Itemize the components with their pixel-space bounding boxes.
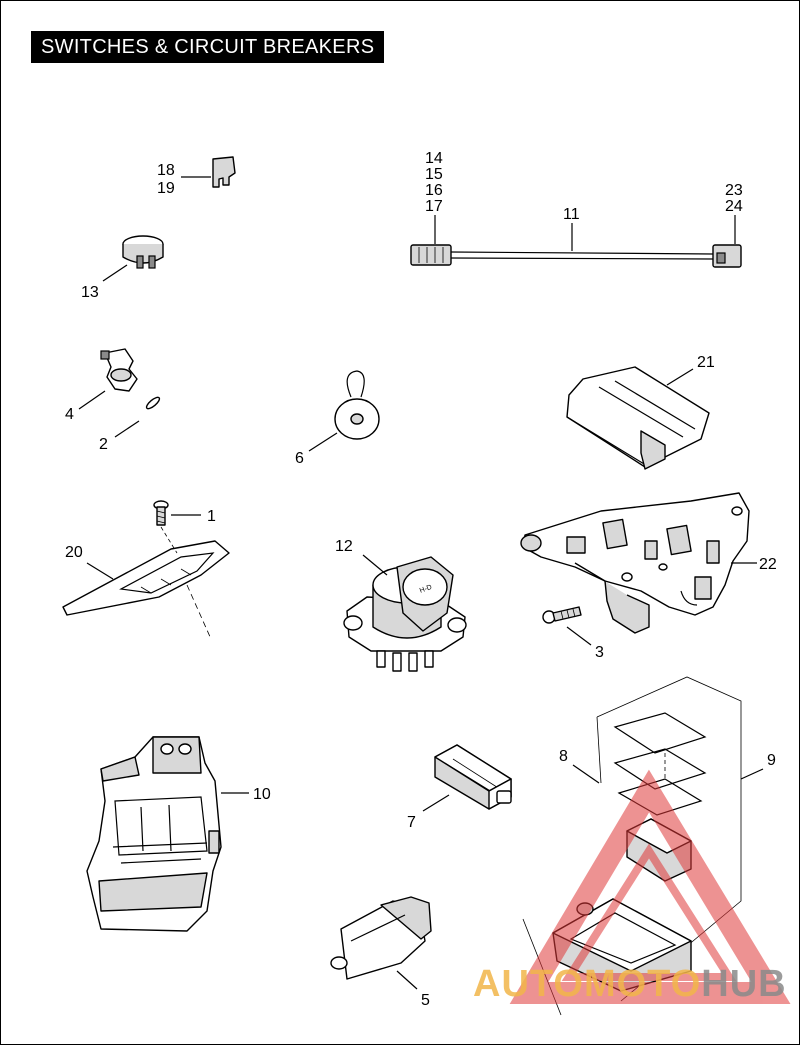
- svg-text:H-D: H-D: [419, 584, 433, 595]
- callout-3: 3: [595, 644, 604, 661]
- part-housing-10: [86, 736, 249, 932]
- callout-8: 8: [559, 748, 568, 765]
- page-title: SWITCHES & CIRCUIT BREAKERS: [31, 31, 385, 63]
- part-key-tag-6: [308, 370, 380, 452]
- callout-12: 12: [335, 538, 353, 555]
- watermark-text-part1: AUTOMOTO: [473, 963, 702, 1005]
- part-actuator-5: [330, 896, 432, 990]
- callout-7: 7: [407, 814, 416, 831]
- part-bracket-22: [520, 492, 757, 634]
- callout-17: 17: [425, 198, 443, 215]
- callout-19: 19: [157, 180, 175, 197]
- part-ignition-12: H-D: [343, 554, 467, 672]
- callout-1: 1: [207, 508, 216, 525]
- callout-22: 22: [759, 556, 777, 573]
- part-harness-11: [410, 215, 742, 268]
- callout-18: 18: [157, 162, 175, 179]
- part-switch-4: [78, 348, 138, 410]
- callout-6: 6: [295, 450, 304, 467]
- part-oring-2: [114, 396, 161, 438]
- callout-10: 10: [253, 786, 271, 803]
- part-fuse-18-19: [181, 156, 236, 188]
- callout-14: 14: [425, 150, 443, 167]
- callout-2: 2: [99, 436, 108, 453]
- callout-4: 4: [65, 406, 74, 423]
- callout-20: 20: [65, 544, 83, 561]
- callout-15: 15: [425, 166, 443, 183]
- part-cover-21: [566, 366, 710, 470]
- watermark-text-part2: HUB: [701, 963, 787, 1005]
- callout-24: 24: [725, 198, 743, 215]
- part-bracket-20: [62, 526, 230, 640]
- watermark-text: AUTOMOTOHUB: [473, 963, 787, 1006]
- part-switch-13: [102, 235, 164, 282]
- watermark-triangle-logo: [509, 769, 791, 1004]
- part-connector-7: [422, 744, 512, 812]
- callout-11: 11: [563, 206, 580, 223]
- callout-23: 23: [725, 182, 743, 199]
- part-screw-3: [542, 606, 592, 646]
- callout-9: 9: [767, 752, 776, 769]
- callout-5: 5: [421, 992, 430, 1009]
- callout-13: 13: [81, 284, 99, 301]
- callout-16: 16: [425, 182, 443, 199]
- callout-21: 21: [697, 354, 715, 371]
- part-screw-1: [153, 500, 201, 526]
